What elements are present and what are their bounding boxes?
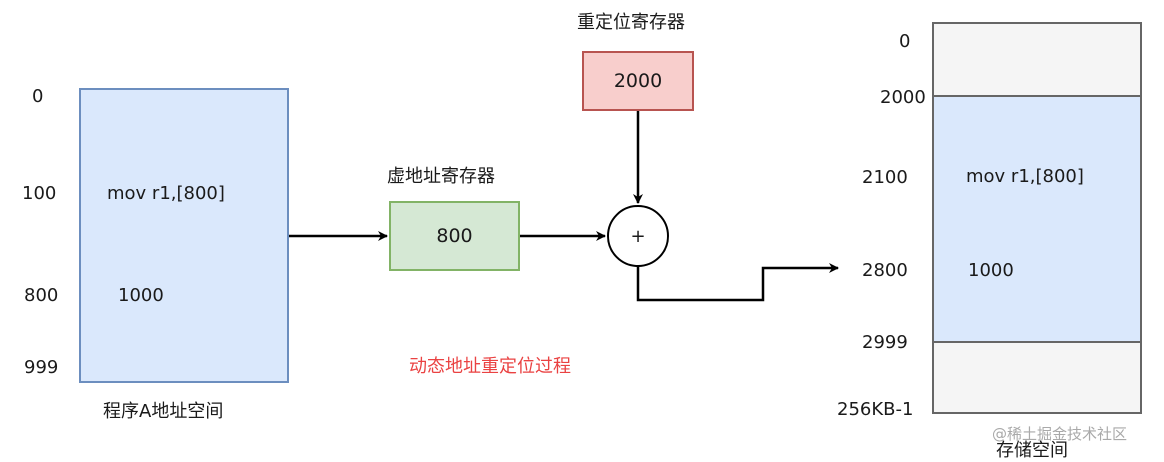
memory-address-2999: 2999 [862,332,908,353]
memory-address-2800: 2800 [862,260,908,281]
program-instruction: mov r1,[800] [107,183,225,204]
adder-circle: + [607,205,669,267]
relocation-register-box: 2000 [582,51,694,111]
program-value: 1000 [118,285,164,306]
program-address-999: 999 [24,357,59,378]
memory-instruction: mov r1,[800] [966,166,1084,187]
memory-address-2100: 2100 [862,167,908,188]
arrow-adder-to-memory [636,263,839,302]
memory-space-caption: 存储空间 [996,440,1068,461]
watermark: @稀土掘金技术社区 [992,425,1128,443]
program-address-100: 100 [22,183,57,204]
memory-value: 1000 [968,260,1014,281]
program-address-0: 0 [32,86,44,107]
relocation-register-value: 2000 [613,70,663,92]
virtual-register-box: 800 [389,201,520,271]
program-space-caption: 程序A地址空间 [103,401,224,422]
program-space-box [79,88,289,383]
program-address-800: 800 [24,285,59,306]
adder-plus-icon: + [630,225,646,247]
diagram-title: 动态地址重定位过程 [409,356,571,377]
memory-address-2000: 2000 [880,87,926,108]
memory-address-0: 0 [899,31,911,52]
virtual-register-value: 800 [436,225,473,247]
memory-address-256kb: 256KB-1 [837,399,914,420]
virtual-register-label: 虚地址寄存器 [387,166,495,187]
relocation-register-label: 重定位寄存器 [577,12,685,33]
memory-program-region [932,95,1142,343]
